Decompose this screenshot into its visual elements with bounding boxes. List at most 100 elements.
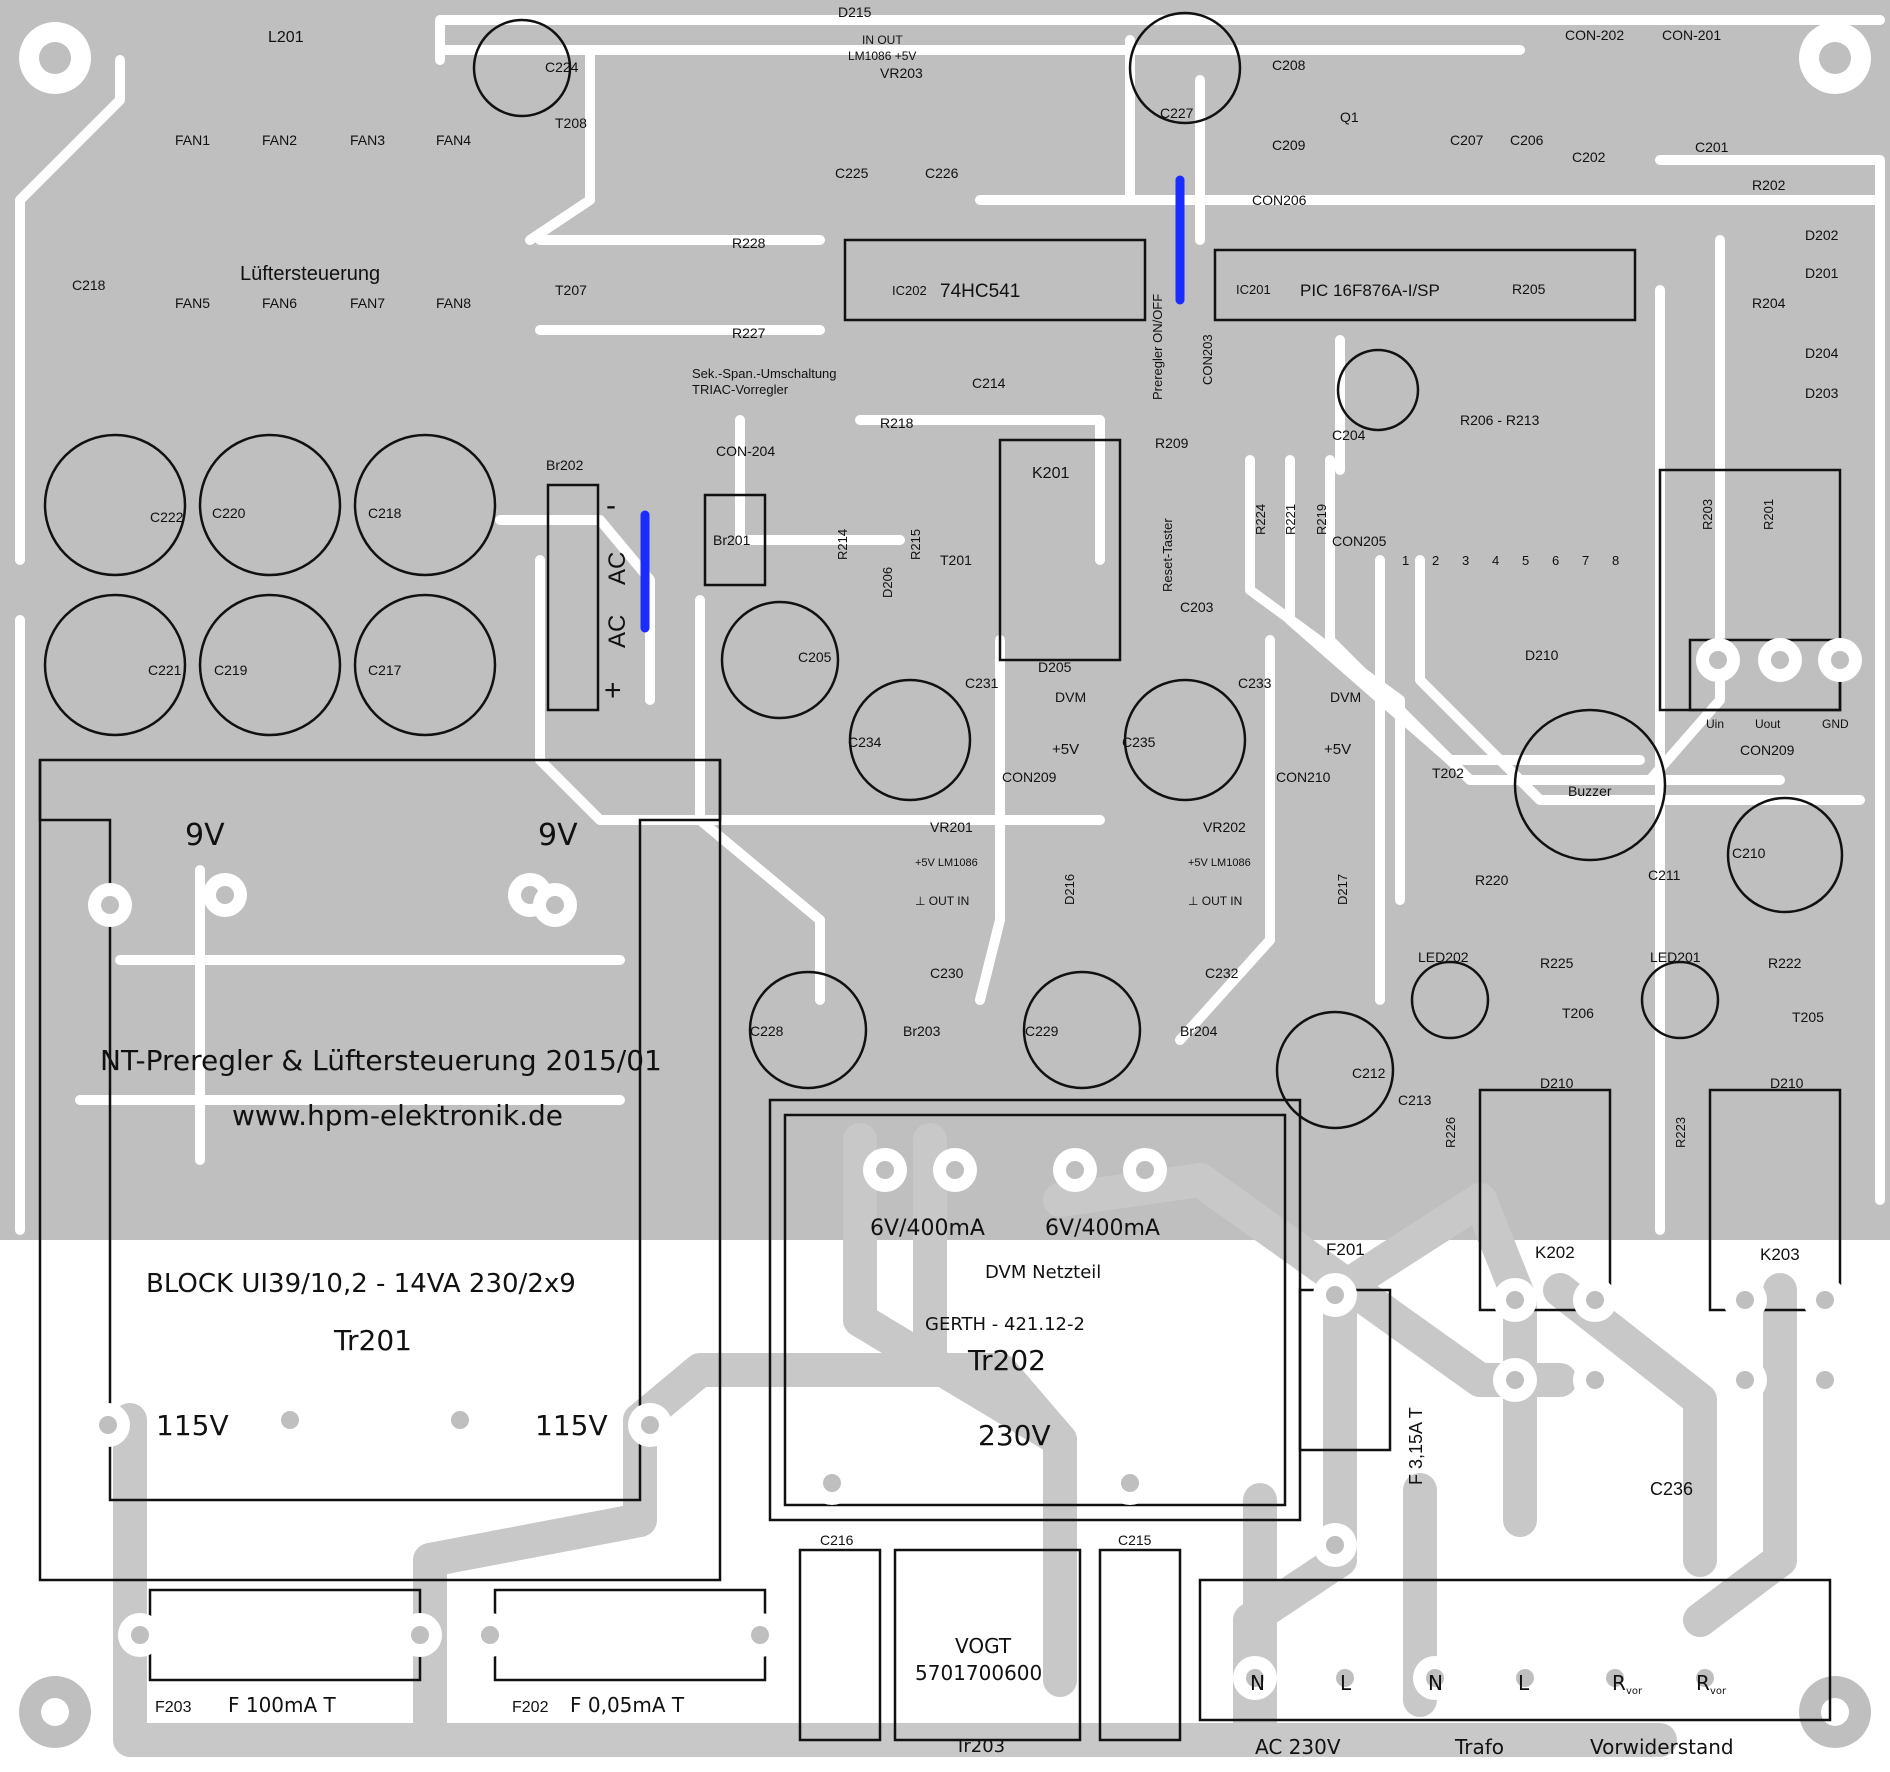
label-k203: K203	[1760, 1245, 1800, 1264]
label-rvor2-sub: vor	[1710, 1686, 1727, 1697]
label-r206-r213: R206 - R213	[1460, 412, 1540, 428]
label-br202: Br202	[546, 457, 584, 473]
label-br202-plus: +	[604, 674, 622, 707]
label-pin4: 4	[1492, 553, 1499, 568]
label-uin: Uin	[1706, 717, 1724, 731]
label-l201: L201	[268, 29, 304, 46]
label-c211: C211	[1648, 867, 1681, 883]
label-fan3: FAN3	[350, 132, 385, 148]
label-br203: Br203	[903, 1023, 941, 1039]
label-c204: C204	[1332, 427, 1366, 443]
label-br201: Br201	[713, 532, 751, 548]
label-r218: R218	[880, 415, 914, 431]
label-r226: R226	[1443, 1117, 1458, 1148]
label-r204: R204	[1752, 295, 1786, 311]
label-con202: CON-202	[1565, 27, 1624, 43]
label-d202: D202	[1805, 227, 1839, 243]
label-luefter: Lüftersteuerung	[240, 263, 380, 285]
label-c224: C224	[545, 59, 579, 75]
electrolytic-capacitors	[43, 11, 1844, 1130]
label-c225: C225	[835, 165, 869, 181]
label-d203: D203	[1805, 385, 1839, 401]
label-block: BLOCK UI39/10,2 - 14VA 230/2x9	[146, 1269, 576, 1299]
label-c231: C231	[965, 675, 999, 691]
label-pin5: 5	[1522, 553, 1529, 568]
label-con205: CON205	[1332, 533, 1387, 549]
label-c233: C233	[1238, 675, 1272, 691]
label-c219: C219	[214, 662, 248, 678]
label-c213: C213	[1398, 1092, 1432, 1108]
label-c218b: C218	[368, 505, 402, 521]
label-ic201-part: PIC 16F876A-I/SP	[1300, 281, 1440, 300]
label-c217: C217	[368, 662, 402, 678]
label-con201: CON-201	[1662, 27, 1721, 43]
label-t202: T202	[1432, 765, 1464, 781]
label-115v-right: 115V	[535, 1409, 608, 1442]
label-fan4: FAN4	[436, 132, 471, 148]
label-t208: T208	[555, 115, 587, 131]
label-tr203: Tr203	[954, 1736, 1005, 1757]
label-d216: D216	[1062, 874, 1077, 905]
label-tr202: Tr202	[967, 1344, 1046, 1377]
label-c207: C207	[1450, 132, 1484, 148]
label-c201: C201	[1695, 139, 1729, 155]
label-f201-value: F 3,15A T	[1406, 1407, 1426, 1485]
mounting-holes	[19, 22, 1871, 1748]
label-br202-minus: -	[606, 489, 616, 522]
label-t205: T205	[1792, 1009, 1824, 1025]
label-fan1: FAN1	[175, 132, 210, 148]
label-c214: C214	[972, 375, 1006, 391]
label-c235: C235	[1122, 734, 1156, 750]
label-con209: CON209	[1002, 769, 1057, 785]
label-n2: N	[1428, 1671, 1443, 1695]
label-ac1: AC	[604, 552, 631, 585]
label-br204: Br204	[1180, 1023, 1218, 1039]
label-c209: C209	[1272, 137, 1306, 153]
label-r219: R219	[1314, 504, 1329, 535]
label-f201: F201	[1326, 1240, 1365, 1259]
label-ic202-part: 74HC541	[940, 281, 1020, 302]
label-c232: C232	[1205, 965, 1239, 981]
label-d215: D215	[838, 4, 872, 20]
label-5v1: +5V	[1052, 741, 1079, 758]
label-r220: R220	[1475, 872, 1509, 888]
component-outlines	[38, 238, 1842, 1742]
label-c210: C210	[1732, 845, 1766, 861]
label-9v-left: 9V	[185, 818, 225, 853]
traces-upper	[15, 15, 1885, 1235]
label-vr201-part: +5V LM1086	[915, 857, 978, 869]
label-vr203-part: LM1086 +5V	[848, 49, 916, 63]
label-r225: R225	[1540, 955, 1574, 971]
label-vr201: VR201	[930, 819, 973, 835]
label-trafo: Trafo	[1454, 1735, 1504, 1759]
label-vr203-pins: IN OUT	[862, 33, 903, 47]
label-sek-span: Sek.-Span.-Umschaltung	[692, 366, 837, 381]
label-c236: C236	[1650, 1479, 1693, 1499]
label-pin2: 2	[1432, 553, 1439, 568]
label-vorwiderstand: Vorwiderstand	[1590, 1735, 1734, 1759]
label-fan5: FAN5	[175, 295, 210, 311]
label-d210b: D210	[1540, 1075, 1574, 1091]
label-l2: L	[1518, 1671, 1530, 1695]
label-buzzer: Buzzer	[1568, 783, 1612, 799]
label-con210: CON210	[1276, 769, 1331, 785]
label-fan8: FAN8	[436, 295, 471, 311]
label-c215: C215	[1118, 1532, 1152, 1548]
label-r228: R228	[732, 235, 766, 251]
label-pin8: 8	[1612, 553, 1619, 568]
label-c202: C202	[1572, 149, 1606, 165]
label-k201: K201	[1032, 465, 1069, 482]
label-c203: C203	[1180, 599, 1214, 615]
label-con206: CON206	[1252, 192, 1307, 208]
label-con204: CON-204	[716, 443, 775, 459]
label-r214: R214	[835, 529, 850, 560]
label-f202: F202	[512, 1699, 549, 1716]
label-gnd: GND	[1822, 717, 1849, 731]
label-rvor2: R	[1696, 1671, 1710, 1695]
label-con209b: CON209	[1740, 742, 1795, 758]
label-pin6: 6	[1552, 553, 1559, 568]
label-r202: R202	[1752, 177, 1786, 193]
label-fan7: FAN7	[350, 295, 385, 311]
label-c218: C218	[72, 277, 106, 293]
label-fan2: FAN2	[262, 132, 297, 148]
